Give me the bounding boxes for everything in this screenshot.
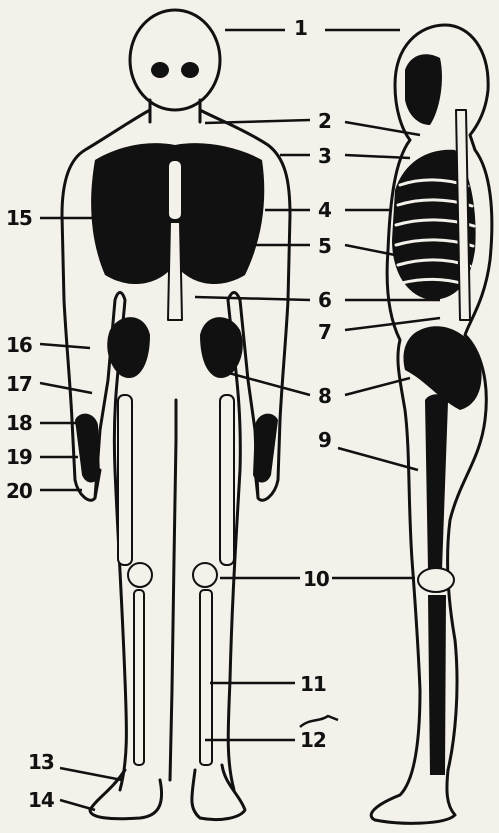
label-2: 2: [318, 111, 331, 131]
front-left-knee: [128, 563, 152, 587]
label-8: 8: [318, 386, 331, 406]
side-tibia: [428, 595, 446, 775]
label-4: 4: [318, 200, 331, 220]
leader-12-squiggle: [300, 716, 338, 727]
label-11: 11: [300, 674, 326, 694]
label-3: 3: [318, 146, 331, 166]
front-sternum: [168, 160, 182, 220]
label-17: 17: [6, 374, 32, 394]
label-15: 15: [6, 208, 32, 228]
label-9: 9: [318, 430, 331, 450]
front-right-foot: [192, 765, 245, 820]
front-left-femur: [118, 395, 132, 565]
label-19: 19: [6, 447, 32, 467]
label-12: 12: [300, 730, 326, 750]
front-eye-socket-right: [181, 62, 199, 78]
side-skull-face: [405, 54, 442, 125]
front-spine: [168, 222, 182, 320]
leader-9: [338, 448, 418, 470]
label-10: 10: [303, 569, 329, 589]
label-20: 20: [6, 481, 32, 501]
label-1: 1: [294, 18, 307, 38]
leader-2-right: [345, 122, 420, 135]
leader-6-left: [195, 297, 310, 300]
leader-14: [60, 800, 95, 810]
front-left-tibia: [134, 590, 144, 765]
front-right-hand: [253, 414, 278, 483]
label-16: 16: [6, 335, 32, 355]
front-left-foot: [90, 770, 162, 819]
side-knee: [418, 568, 454, 592]
label-6: 6: [318, 290, 331, 310]
front-right-femur: [220, 395, 234, 565]
front-right-knee: [193, 563, 217, 587]
side-femur: [425, 394, 448, 570]
label-13: 13: [28, 752, 54, 772]
leader-13: [60, 768, 122, 780]
front-figure: [62, 10, 290, 820]
label-7: 7: [318, 322, 331, 342]
front-skull: [130, 10, 220, 110]
front-pelvis-left: [107, 317, 150, 378]
label-18: 18: [6, 413, 32, 433]
leader-17: [40, 383, 92, 393]
label-5: 5: [318, 236, 331, 256]
leader-16: [40, 344, 90, 348]
front-eye-socket-left: [151, 62, 169, 78]
label-14: 14: [28, 790, 54, 810]
